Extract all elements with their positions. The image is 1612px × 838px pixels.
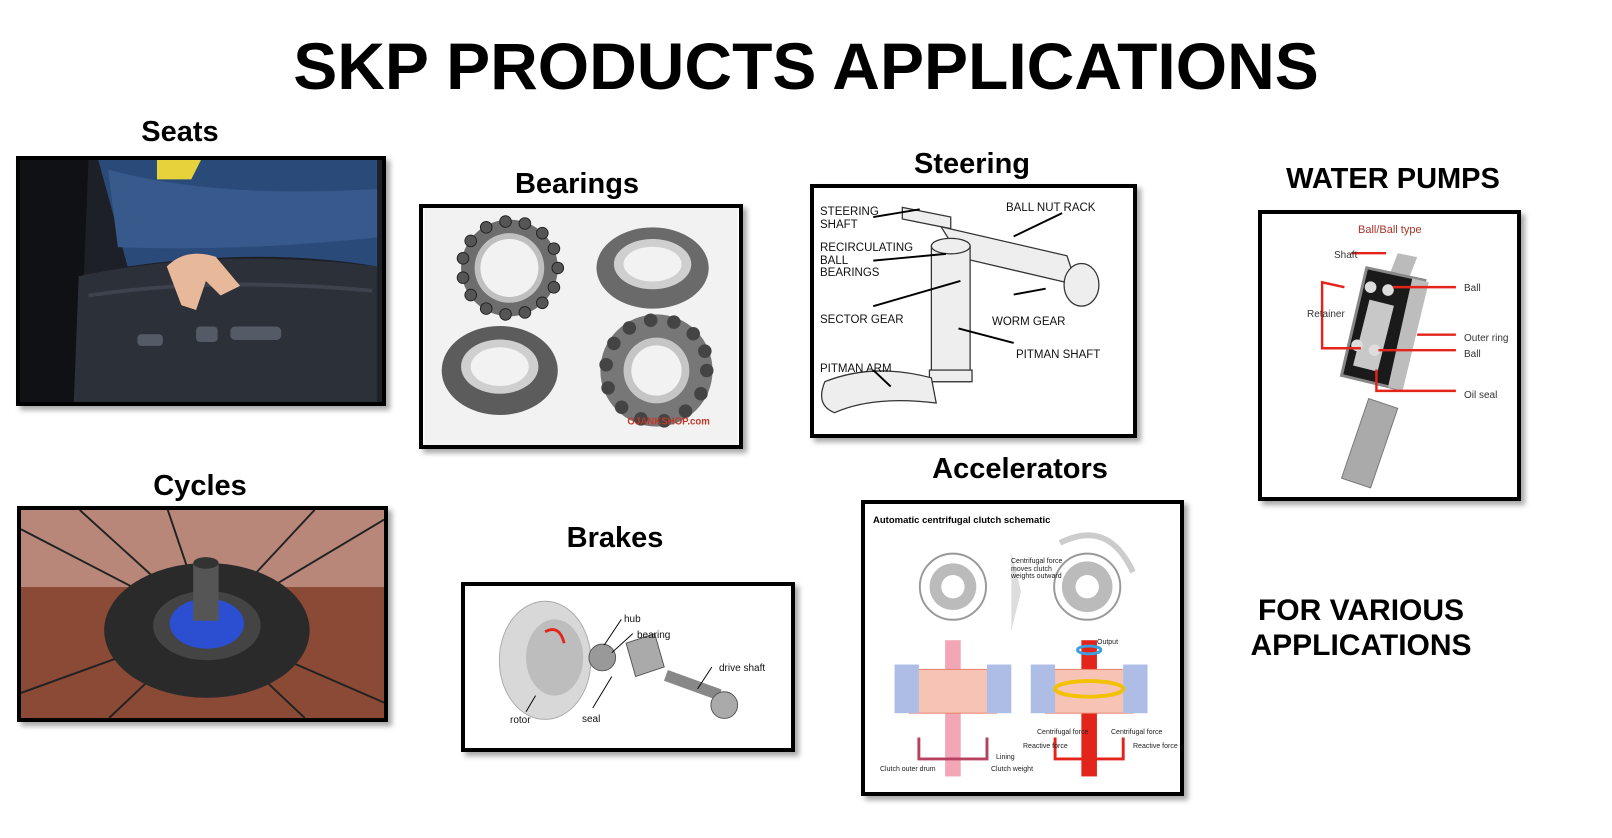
callout-seal: seal bbox=[582, 714, 601, 725]
callout-retainer: Retainer bbox=[1307, 309, 1345, 320]
callout-steering-shaft: STEERING SHAFT bbox=[820, 206, 879, 231]
callout-pitman-arm: PITMAN ARM bbox=[820, 363, 892, 375]
seats-image bbox=[16, 156, 386, 406]
seats-label: Seats bbox=[141, 116, 219, 148]
callout-lining: Lining bbox=[996, 754, 1015, 761]
steering-image: STEERING SHAFT BALL NUT RACK RECIRCULATI… bbox=[810, 184, 1137, 438]
steering-label: Steering bbox=[913, 148, 1031, 180]
callout-pitman-shaft: PITMAN SHAFT bbox=[1016, 349, 1101, 361]
callout-sector-gear: SECTOR GEAR bbox=[820, 314, 904, 326]
callout-ball-ball-type: Ball/Ball type bbox=[1358, 224, 1422, 236]
callout-recirculating-ball-bearings: RECIRCULATING BALL BEARINGS bbox=[820, 242, 914, 280]
accelerators-image: Automatic centrifugal clutch schematic C… bbox=[861, 500, 1184, 796]
svg-text:OJANKSHOP.com: OJANKSHOP.com bbox=[627, 417, 709, 428]
callout-centrifugal-force-right: Centrifugal force bbox=[1111, 729, 1163, 736]
callout-clutch-outer-drum: Clutch outer drum bbox=[880, 766, 936, 773]
water-pump-bearing-diagram bbox=[1262, 214, 1517, 497]
brake-assembly-diagram bbox=[468, 586, 788, 748]
callout-output: Output bbox=[1097, 639, 1119, 646]
various-applications-note: FOR VARIOUS APPLICATIONS bbox=[1250, 594, 1472, 662]
cycles-label: Cycles bbox=[153, 470, 247, 502]
callout-drive-shaft: drive shaft bbox=[719, 663, 766, 674]
callout-centrifugal-force-left: Centrifugal force bbox=[1037, 729, 1089, 736]
thrust-bearings-illustration: OJANKSHOP.com bbox=[424, 208, 738, 445]
callout-ball-nut-rack: BALL NUT RACK bbox=[1006, 202, 1096, 214]
accelerators-label: Accelerators bbox=[932, 453, 1108, 485]
water-pump-image: Ball/Ball type Shaft Ball Retainer Outer… bbox=[1258, 210, 1521, 501]
callout-hub: hub bbox=[624, 614, 641, 625]
callout-worm-gear: WORM GEAR bbox=[992, 316, 1066, 328]
brakes-label: Brakes bbox=[566, 522, 664, 554]
callout-reactive-force-right: Reactive force bbox=[1133, 743, 1178, 750]
bicycle-hub-illustration bbox=[21, 510, 384, 718]
car-seat-illustration bbox=[20, 160, 382, 402]
water-pumps-label: WATER PUMPS bbox=[1286, 163, 1500, 195]
bearings-image: OJANKSHOP.com bbox=[419, 204, 743, 449]
callout-reactive-force-left: Reactive force bbox=[1023, 743, 1068, 750]
callout-rotor: rotor bbox=[510, 715, 531, 726]
slide-title: SKP PRODUCTS APPLICATIONS bbox=[293, 29, 1319, 103]
centrifugal-clutch-schematic bbox=[865, 504, 1180, 792]
callout-bearing: bearing bbox=[637, 630, 671, 641]
callout-ball-bottom: Ball bbox=[1464, 349, 1481, 360]
callout-schematic-title: Automatic centrifugal clutch schematic bbox=[873, 515, 1051, 526]
callout-outer-ring: Outer ring bbox=[1464, 333, 1509, 344]
cycles-image bbox=[17, 506, 388, 722]
callout-shaft: Shaft bbox=[1334, 250, 1358, 261]
callout-centrifugal-note: Centrifugal force moves clutch weights o… bbox=[1011, 558, 1063, 581]
callout-clutch-weight: Clutch weight bbox=[991, 766, 1034, 773]
callout-oil-seal: Oil seal bbox=[1464, 390, 1498, 401]
steering-gear-diagram bbox=[815, 188, 1132, 434]
callout-ball-top: Ball bbox=[1464, 283, 1481, 294]
brakes-image: hub bearing drive shaft rotor seal bbox=[461, 582, 795, 752]
bearings-label: Bearings bbox=[514, 168, 640, 200]
